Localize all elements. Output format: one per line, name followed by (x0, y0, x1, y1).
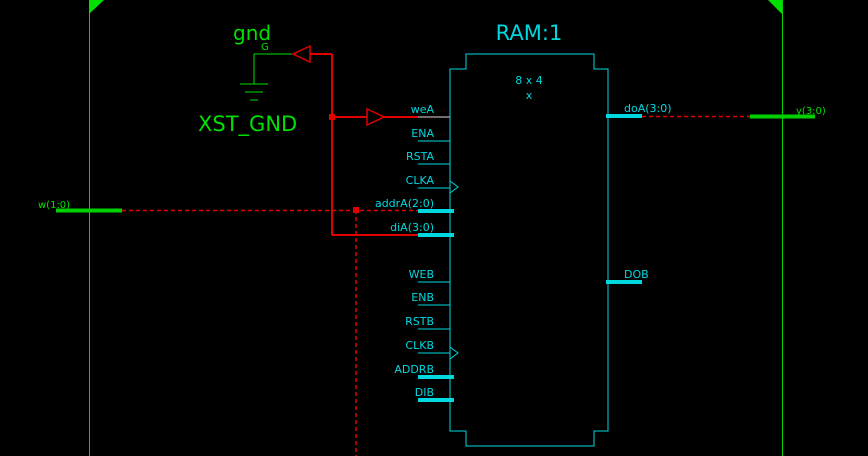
output-net-label: y(3:0) (796, 106, 826, 117)
corner-mark-left (89, 0, 104, 14)
ram-body-outline (449, 53, 609, 447)
gnd-symbol[interactable]: gnd G XST_GND (198, 21, 297, 137)
port-label-rsta: RSTA (406, 150, 434, 163)
port-label-dib: DIB (415, 386, 434, 399)
port-label-clkb: CLKB (405, 339, 434, 352)
gnd-net[interactable] (291, 44, 450, 236)
ram-bus-pins (418, 114, 642, 402)
corner-mark-right (768, 0, 782, 14)
port-label-ena: ENA (411, 127, 434, 140)
clkb-clock-marker (449, 346, 459, 360)
clka-clock-marker (449, 180, 459, 194)
port-label-dia: diA(3:0) (390, 221, 434, 234)
port-label-dob: DOB (624, 268, 649, 281)
port-label-wea: weA (411, 103, 435, 116)
port-label-doa: doA(3:0) (624, 102, 672, 115)
gnd-pin-label: G (261, 42, 269, 53)
ram-config: 8 x 4 (515, 74, 543, 87)
port-label-addra: addrA(2:0) (375, 197, 434, 210)
ram-config-sub: x (526, 89, 533, 102)
port-label-rstb: RSTB (405, 315, 434, 328)
gnd-instance-name: XST_GND (198, 112, 297, 137)
addr-net-junction (353, 207, 359, 213)
gnd-net-junction (329, 114, 335, 120)
wea-buffer-triangle (366, 107, 386, 127)
ram-title: RAM:1 (496, 21, 563, 45)
ram-block[interactable]: RAM:1 8 x 4 x (449, 21, 609, 447)
input-net-label: w(1:0) (38, 200, 70, 211)
port-label-clka: CLKA (406, 174, 435, 187)
port-label-web: WEB (409, 268, 434, 281)
port-label-addrb: ADDRB (394, 363, 434, 376)
gnd-buffer-triangle (291, 44, 311, 64)
gnd-label: gnd (233, 21, 271, 45)
port-label-enb: ENB (411, 291, 434, 304)
ram-port-pins (418, 116, 450, 354)
